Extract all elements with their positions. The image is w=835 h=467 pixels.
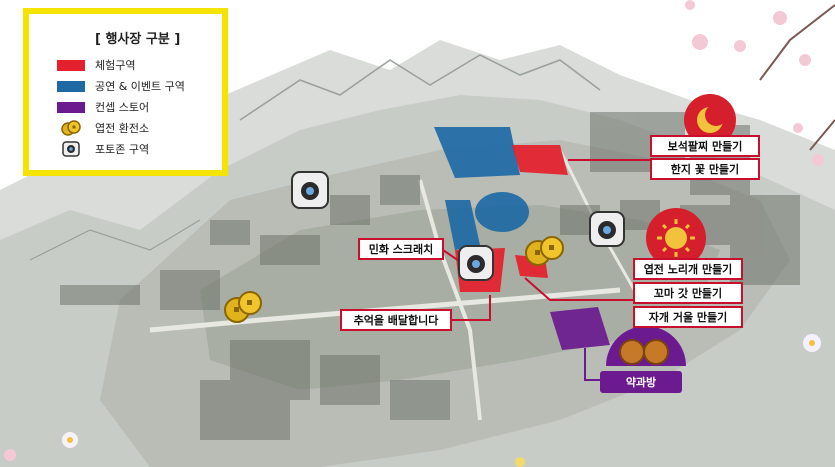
callout-hanji-flower: 한지 꽃 만들기 (650, 158, 760, 180)
legend-label: 공연 & 이벤트 구역 (95, 80, 185, 93)
legend-item-performance: 공연 & 이벤트 구역 (57, 77, 222, 95)
camera-icon (291, 171, 329, 209)
camera-icon (458, 245, 494, 281)
legend-label: 컨셉 스토어 (95, 101, 150, 114)
concept-store-zone (550, 307, 610, 350)
performance-zone (434, 127, 529, 250)
callout-jagae-mirror: 자개 거울 만들기 (633, 306, 743, 328)
callout-yeopjeon-norigae: 엽전 노리개 만들기 (633, 258, 743, 280)
camera-icon (589, 211, 625, 247)
callout-leader-lines (439, 159, 650, 381)
coin-icon (525, 236, 564, 266)
sun-icon (646, 208, 706, 268)
legend-label: 체험구역 (95, 59, 136, 72)
blue-swatch-icon (57, 80, 85, 92)
legend-label: 엽전 환전소 (95, 122, 150, 135)
coin-icon (57, 120, 85, 136)
legend-item-experience: 체험구역 (57, 56, 222, 74)
legend: [ 행사장 구분 ] 체험구역 공연 & 이벤트 구역 컨셉 스토어 엽전 환전… (23, 8, 228, 176)
legend-label: 포토존 구역 (95, 143, 150, 156)
red-swatch-icon (57, 59, 85, 71)
callout-bosuk-bracelet: 보석팔찌 만들기 (650, 135, 760, 157)
legend-item-photo-zone: 포토존 구역 (57, 140, 222, 158)
callout-chueok-delivery: 추억을 배달합니다 (340, 309, 452, 331)
callout-yakgwabang: 약과방 (600, 371, 682, 393)
camera-icon (57, 141, 85, 157)
callout-kkoma-gat: 꼬마 갓 만들기 (633, 282, 743, 304)
yakgwa-icon (606, 326, 686, 366)
cherry-blossom-decoration (4, 0, 824, 467)
legend-item-coin-exchange: 엽전 환전소 (57, 119, 222, 137)
purple-swatch-icon (57, 101, 85, 113)
legend-title: [ 행사장 구분 ] (95, 32, 181, 47)
moon-icon (684, 94, 736, 146)
callout-minhwa-scratch: 민화 스크래치 (358, 238, 444, 260)
legend-item-concept-store: 컨셉 스토어 (57, 98, 222, 116)
coin-icon (224, 291, 262, 323)
tree-branch-decoration (759, 4, 835, 151)
